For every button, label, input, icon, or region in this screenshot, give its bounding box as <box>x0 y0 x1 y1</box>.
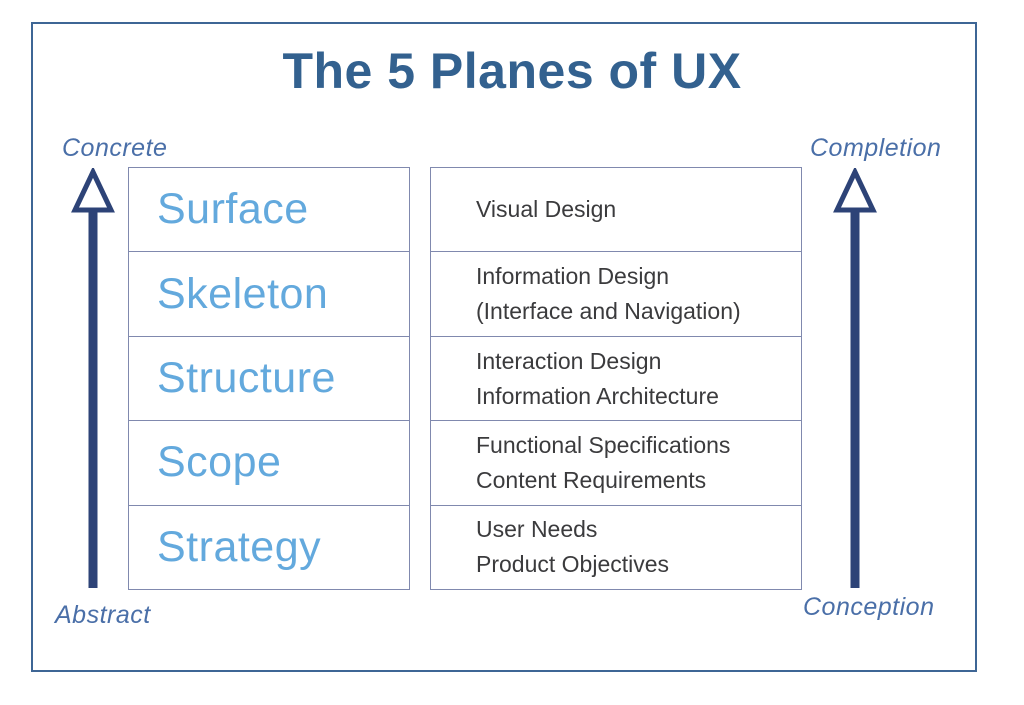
axis-label-conception: Conception <box>803 593 935 621</box>
plane-name: Scope <box>157 438 282 487</box>
desc-line: User Needs <box>476 516 598 543</box>
diagram-title: The 5 Planes of UX <box>282 43 742 99</box>
desc-line: Product Objectives <box>476 551 670 578</box>
plane-descriptions-column: Visual Design Information Design (Interf… <box>430 167 802 590</box>
up-arrow-icon <box>71 168 115 588</box>
plane-row-skeleton: Skeleton <box>129 252 409 337</box>
desc-row-structure: Interaction Design Information Architect… <box>431 337 801 422</box>
desc-line: Information Design <box>476 263 670 290</box>
desc-line: Visual Design <box>476 196 617 223</box>
desc-row-skeleton: Information Design (Interface and Naviga… <box>431 252 801 337</box>
desc-line: Information Architecture <box>476 382 719 409</box>
desc-row-surface: Visual Design <box>431 168 801 253</box>
axis-label-abstract: Abstract <box>55 601 151 629</box>
plane-name: Strategy <box>157 522 322 571</box>
axis-label-concrete: Concrete <box>62 134 168 162</box>
plane-name: Structure <box>157 354 336 403</box>
desc-row-strategy: User Needs Product Objectives <box>431 506 801 589</box>
desc-line: Interaction Design <box>476 347 662 374</box>
plane-row-structure: Structure <box>129 337 409 422</box>
up-arrow-icon <box>833 168 877 588</box>
plane-name: Surface <box>157 185 309 234</box>
desc-line: (Interface and Navigation) <box>476 298 741 325</box>
desc-row-scope: Functional Specifications Content Requir… <box>431 421 801 506</box>
plane-row-scope: Scope <box>129 421 409 506</box>
plane-row-strategy: Strategy <box>129 506 409 589</box>
desc-line: Content Requirements <box>476 466 707 493</box>
plane-names-column: Surface Skeleton Structure Scope Strateg… <box>128 167 410 590</box>
plane-name: Skeleton <box>157 269 329 318</box>
axis-label-completion: Completion <box>810 134 942 162</box>
plane-row-surface: Surface <box>129 168 409 253</box>
desc-line: Functional Specifications <box>476 431 731 458</box>
